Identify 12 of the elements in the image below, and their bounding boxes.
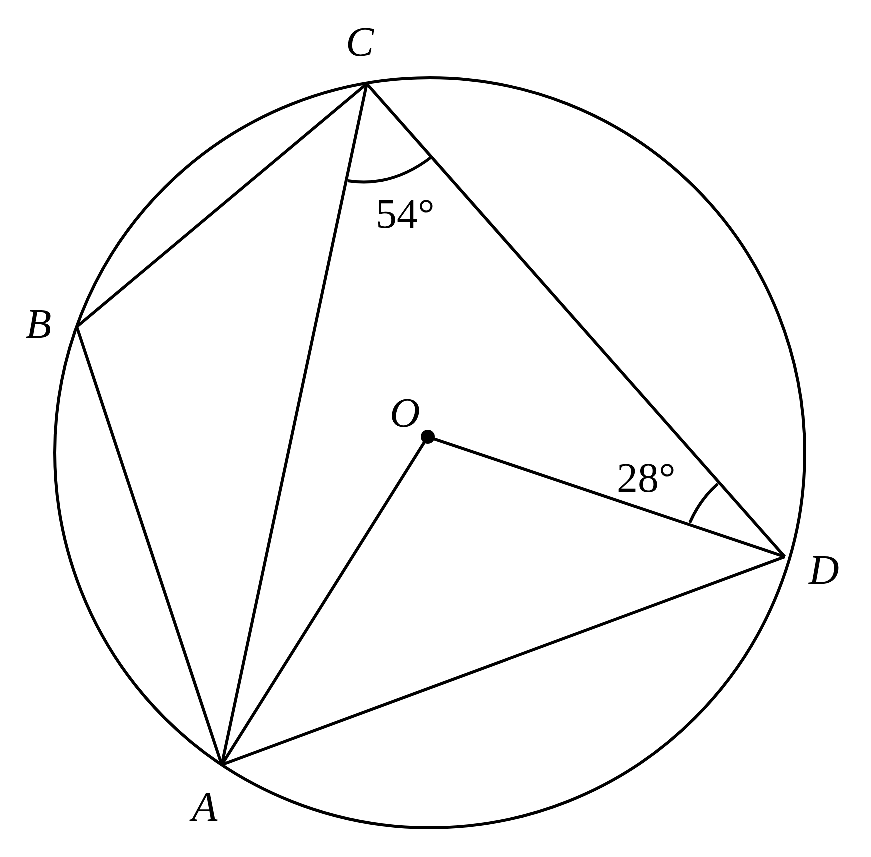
angle-label: 54° xyxy=(376,194,435,236)
point-label: A xyxy=(192,787,218,829)
point-label: B xyxy=(26,304,52,346)
point-label: O xyxy=(390,393,420,435)
angle-label: 28° xyxy=(617,458,676,500)
line-segment xyxy=(366,83,786,558)
point-label: C xyxy=(346,22,374,64)
line-segment xyxy=(76,82,368,328)
line-segment xyxy=(433,437,786,558)
point-label: D xyxy=(809,550,840,592)
line-segment xyxy=(76,326,224,766)
line-segment xyxy=(221,556,786,766)
